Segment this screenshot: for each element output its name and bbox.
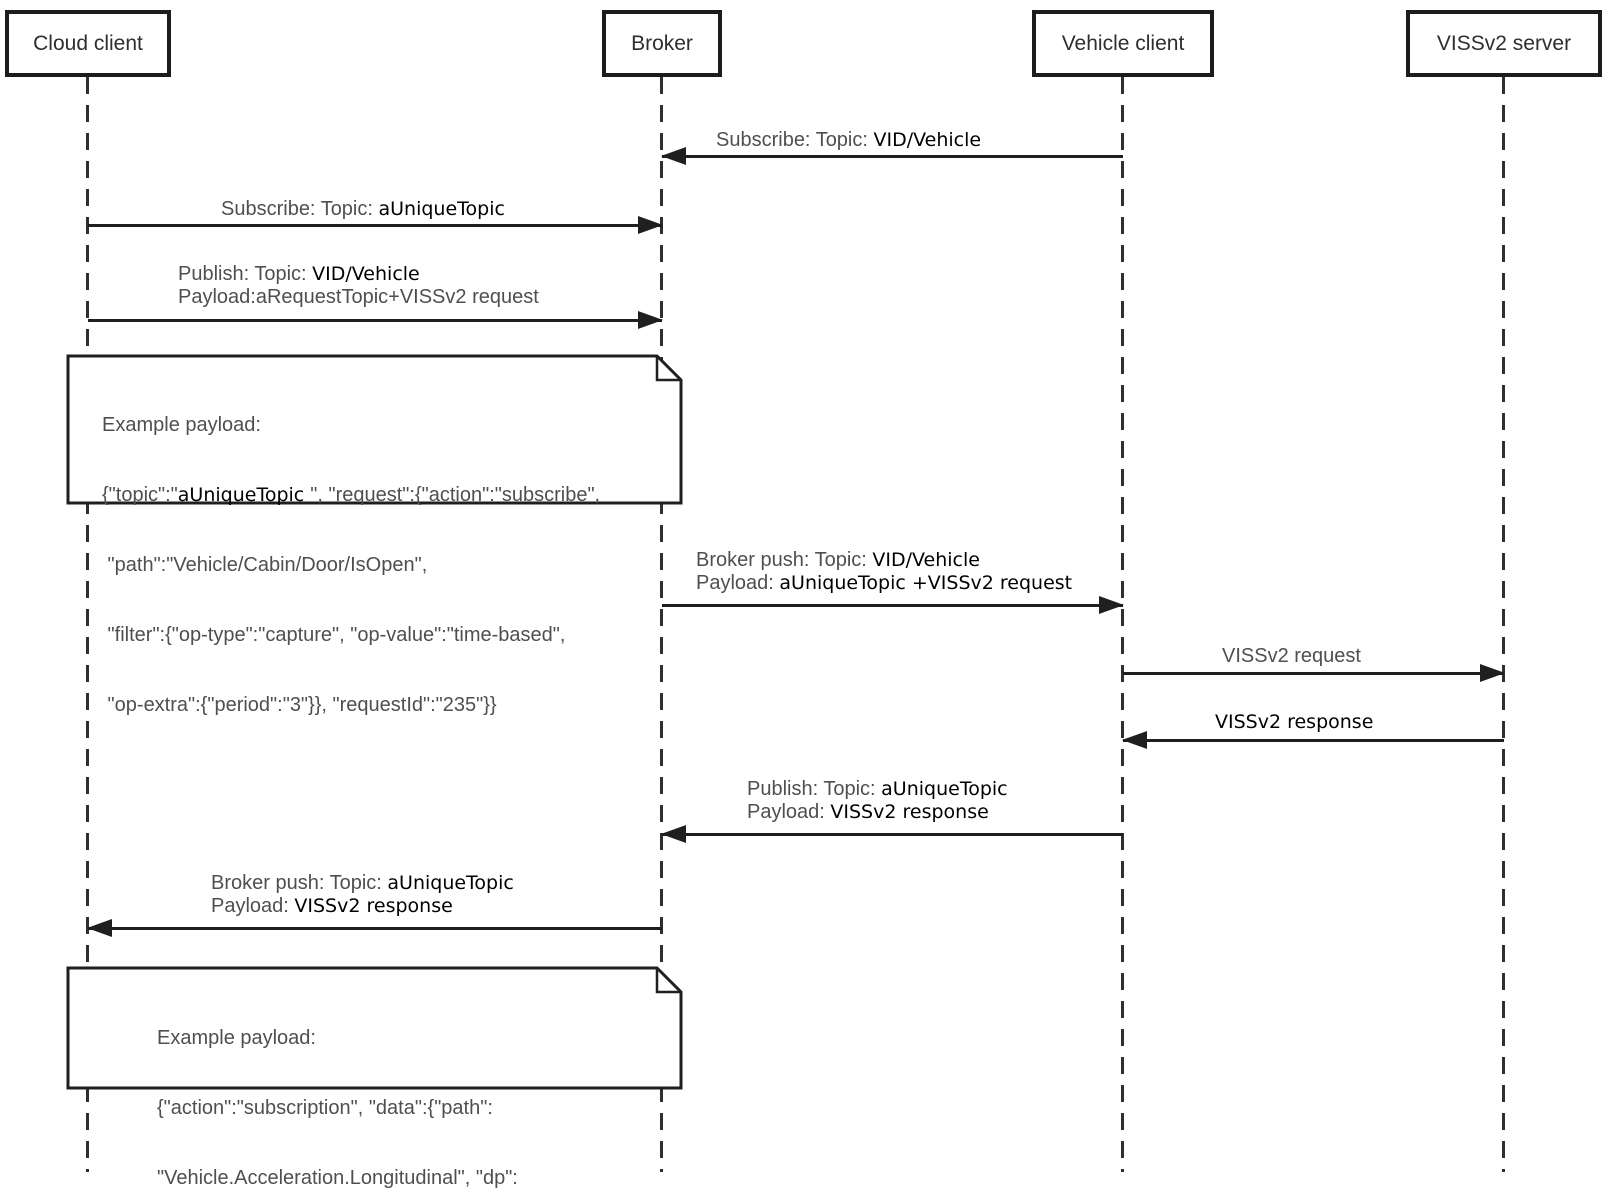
note-shape (66, 966, 683, 1090)
message-line (88, 224, 662, 227)
actor-box-vehicle-client: Vehicle client (1032, 10, 1214, 77)
actor-label: Cloud client (33, 31, 143, 55)
note-text: Example payload: {"action":"subscription… (157, 1027, 518, 1189)
message-arrow-vissv2-response (1122, 731, 1504, 749)
arrowhead-left-icon (1122, 731, 1147, 749)
arrowhead-right-icon (1099, 596, 1124, 614)
message-label: Broker push: Topic: VID/Vehicle Payload:… (696, 549, 1073, 594)
note-example-payload-response: Example payload: {"action":"subscription… (66, 966, 683, 1189)
actor-box-cloud-client: Cloud client (5, 10, 171, 77)
arrowhead-left-icon (661, 825, 686, 843)
actor-box-broker: Broker (602, 10, 722, 77)
note-text: Example payload: {"topic":"aUniqueTopic … (102, 414, 601, 716)
lifeline-broker (660, 77, 663, 1172)
arrowhead-left-icon (661, 147, 686, 165)
message-label: Publish: Topic: VID/Vehicle Payload:aReq… (178, 263, 539, 308)
message-label: VISSv2 request (1222, 645, 1361, 667)
message-label: Subscribe: Topic: aUniqueTopic (221, 198, 505, 220)
message-arrow-broker-push-auniquetopic (87, 919, 662, 937)
actor-label: VISSv2 server (1436, 31, 1572, 55)
actor-label: Vehicle client (1061, 31, 1185, 55)
message-line (88, 319, 662, 322)
lifeline-cloud-client (86, 77, 89, 1172)
note-example-payload-request: Example payload: {"topic":"aUniqueTopic … (66, 354, 683, 716)
message-line (662, 604, 1123, 607)
message-label: Subscribe: Topic: VID/Vehicle (716, 129, 982, 151)
arrowhead-right-icon (1480, 664, 1505, 682)
message-line (1123, 672, 1504, 675)
arrowhead-right-icon (638, 311, 663, 329)
message-arrow-publish-vid-vehicle (88, 311, 663, 329)
note-shape (66, 354, 683, 505)
message-line (662, 833, 1123, 836)
lifeline-vissv2-server (1502, 77, 1505, 1172)
message-arrow-broker-push-vid-vehicle (662, 596, 1124, 614)
message-arrow-vissv2-request (1123, 664, 1505, 682)
message-line (662, 155, 1123, 158)
message-label: VISSv2 response (1215, 711, 1374, 733)
actor-label: Broker (631, 31, 693, 55)
message-arrow-subscribe-vid-vehicle (661, 147, 1123, 165)
arrowhead-right-icon (638, 216, 663, 234)
message-line (88, 927, 662, 930)
message-label: Broker push: Topic: aUniqueTopic Payload… (211, 872, 514, 917)
message-label: Publish: Topic: aUniqueTopic Payload: VI… (747, 778, 1008, 823)
arrowhead-left-icon (87, 919, 112, 937)
message-arrow-publish-auniquetopic (661, 825, 1123, 843)
message-arrow-subscribe-auniquetopic (88, 216, 663, 234)
lifeline-vehicle-client (1121, 77, 1124, 1172)
actor-box-vissv2-server: VISSv2 server (1406, 10, 1602, 77)
message-line (1123, 739, 1504, 742)
